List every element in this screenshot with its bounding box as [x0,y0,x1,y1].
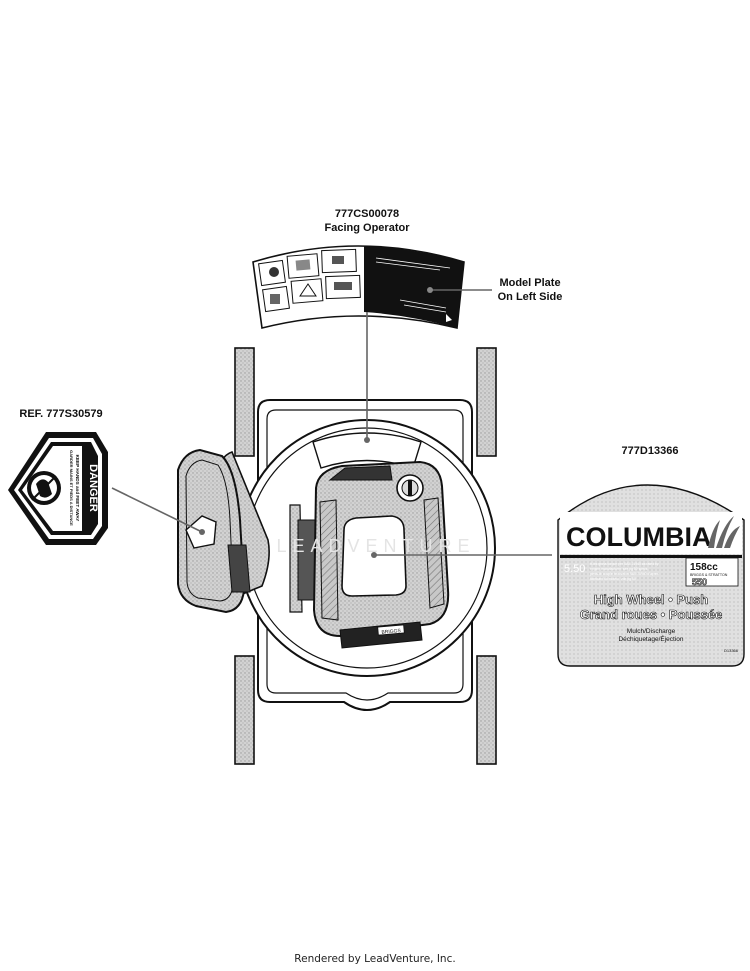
callout-top-part-number: 777CS00078 [334,208,400,220]
callout-model-plate-line1: Model Plate [499,277,561,289]
mode-en: Mulch/Discharge [627,628,676,635]
callout-right-part-number: 777D13366 [621,445,679,457]
wheel-rear-right [476,347,497,457]
decal-code: D13366 [724,648,739,653]
small-print-2: engine manufacturer, see pg 50 specs [590,567,648,571]
danger-heading: DANGER [87,464,99,512]
discharge-chute [177,448,270,614]
danger-line-1: KEEP HANDS and FEET AWAY [75,455,80,522]
safety-decal-curved [252,245,465,329]
engine-brand-mark: BRIGGS [381,628,402,636]
small-print-1: ft-lbs gross torque per SAE J1940 as rat… [590,562,659,566]
displacement: 158cc [690,562,718,573]
callout-left: REF. 777S30579 [0,407,122,421]
callout-top: 777CS00078 Facing Operator [300,207,434,235]
deck-decal-outline [312,432,422,469]
danger-decal: DANGER KEEP HANDS and FEET AWAY GARDER M… [8,432,108,545]
callout-left-part-number: REF. 777S30579 [19,408,103,420]
product-line-fr: Grand roues • Poussée [580,607,723,622]
mode-fr: Déchiquetage/Éjection [618,634,683,643]
callout-model-plate-line2: On Left Side [497,291,563,303]
leader-line-left [111,487,203,533]
small-print-4: fabricant du moteur, voir pg 50 [590,577,636,581]
engine: BRIGGS [289,460,450,649]
columbia-brand: COLUMBIA [566,522,711,552]
product-line-en: High Wheel • Push [594,592,708,607]
leader-lines [111,289,552,556]
callout-model-plate: Model Plate On Left Side [488,276,572,304]
watermark-text: LEADVENTURE [276,536,475,556]
callout-right: 777D13366 [600,444,700,458]
engine-series: 550 [692,577,707,587]
danger-line-2: GARDER MAINS ET PIEDS A DISTANCE [69,450,74,526]
wheel-front-right [476,655,497,765]
columbia-decal: COLUMBIA 5.50 ft-lbs gross torque per SA… [557,484,745,667]
leader-dot-model-plate [427,287,433,293]
engine-line: BRIGGS & STRATTON [690,573,728,577]
leader-dot-left [199,529,205,535]
footer-credit: Rendered by LeadVenture, Inc. [294,953,456,965]
leader-dot-top [364,437,370,443]
gross-torque-rating: 5.50 [564,563,585,575]
leader-dot-right [371,552,377,558]
wheel-rear-left [234,347,255,457]
small-print-3: pieds-lb couple brut selon SAE J1940 d'a… [590,572,659,576]
callout-top-note: Facing Operator [324,222,410,234]
wheel-front-left [234,655,255,765]
